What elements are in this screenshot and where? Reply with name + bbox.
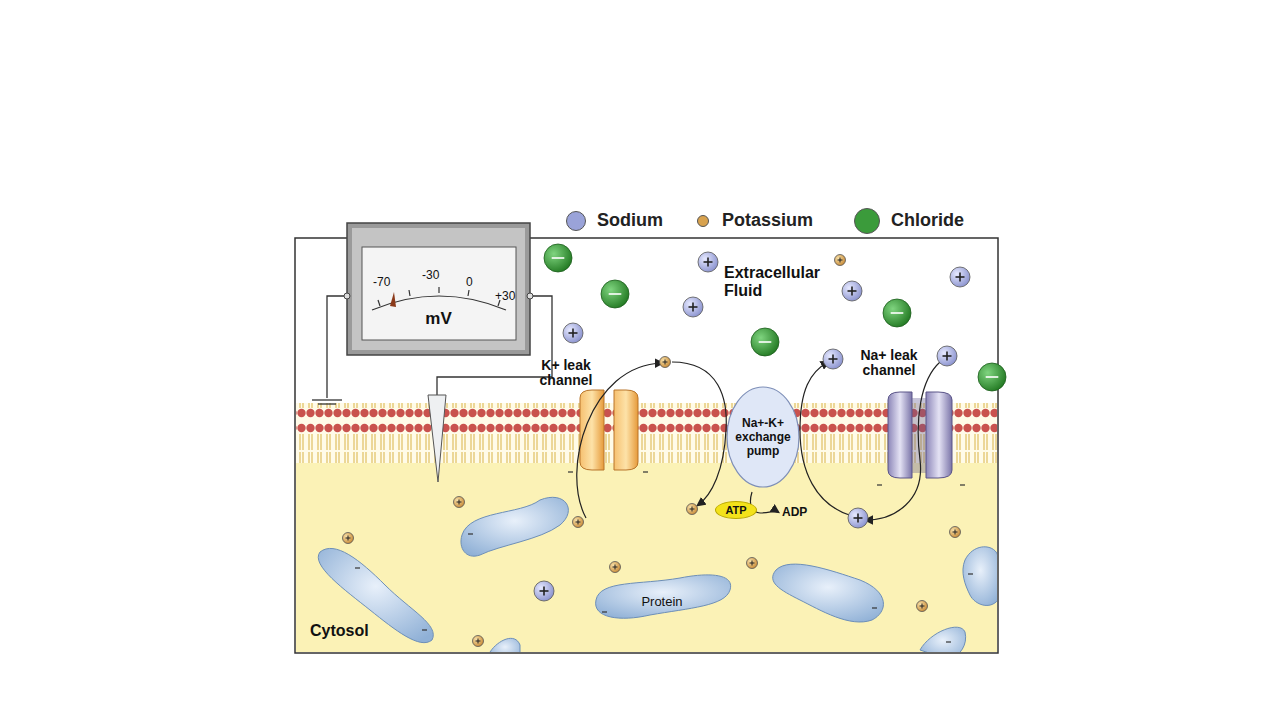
node-text: -30 xyxy=(422,268,439,282)
sodium-ion xyxy=(848,508,868,528)
node-text: +30 xyxy=(495,289,515,303)
potassium-ion xyxy=(610,562,621,573)
chloride-ion xyxy=(978,363,1006,391)
potassium-ion xyxy=(573,517,584,528)
label: K+ leak channel xyxy=(528,358,604,388)
sodium-ion xyxy=(937,346,957,366)
potassium-ion xyxy=(454,497,465,508)
potassium-ion xyxy=(660,357,671,368)
label: Extracellular Fluid xyxy=(724,264,849,300)
node-text: Na+-K+ exchange pump xyxy=(727,416,799,458)
potassium-ion xyxy=(835,255,846,266)
sodium-ion xyxy=(950,267,970,287)
legend-text: Chloride xyxy=(891,210,964,231)
node-text: mV xyxy=(347,309,530,329)
legend-swatch xyxy=(566,211,586,231)
legend-swatch xyxy=(697,215,709,227)
potassium-ion xyxy=(343,533,354,544)
node-text: -70 xyxy=(373,275,390,289)
potassium-ion xyxy=(950,527,961,538)
voltmeter: -70 -30 0 +30 mV xyxy=(347,223,530,355)
label: Na+ leak channel xyxy=(852,348,926,378)
legend-text: Potassium xyxy=(722,210,813,231)
atp-oval: ATP xyxy=(715,501,757,519)
chloride-ion xyxy=(544,244,572,272)
legend-swatch xyxy=(854,208,880,234)
node-text: Protein xyxy=(622,594,702,609)
node-text: 0 xyxy=(466,275,473,289)
label: ADP xyxy=(782,505,807,519)
sodium-ion xyxy=(842,281,862,301)
sodium-ion xyxy=(823,349,843,369)
potassium-ion xyxy=(917,601,928,612)
chloride-ion xyxy=(883,299,911,327)
sodium-ion xyxy=(683,297,703,317)
sodium-ion xyxy=(563,323,583,343)
sodium-ion xyxy=(698,252,718,272)
legend-text: Sodium xyxy=(597,210,663,231)
chloride-ion xyxy=(751,328,779,356)
chloride-ion xyxy=(601,280,629,308)
potassium-ion xyxy=(747,558,758,569)
label: Cytosol xyxy=(310,622,369,640)
potassium-ion xyxy=(687,504,698,515)
potassium-ion xyxy=(473,636,484,647)
node-text: ATP xyxy=(716,504,756,516)
sodium-ion xyxy=(534,581,554,601)
pump-oval: Na+-K+ exchange pump xyxy=(727,416,799,458)
protein-blob: Protein xyxy=(622,592,702,612)
